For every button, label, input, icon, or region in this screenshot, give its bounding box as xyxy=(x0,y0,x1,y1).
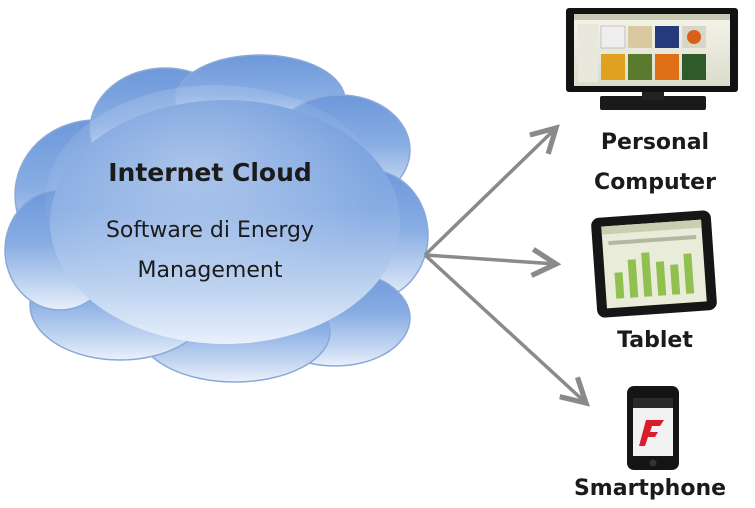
arrow-to-tablet xyxy=(424,255,556,264)
arrow-to-pc xyxy=(423,128,556,257)
cloud-subtitle-line1: Software di Energy xyxy=(105,218,315,243)
smartphone-label: Smartphone xyxy=(573,476,727,501)
desktop-monitor-icon xyxy=(566,8,738,110)
tablet-label: Tablet xyxy=(617,328,693,353)
cloud-subtitle-line2: Management xyxy=(137,258,283,283)
arrow-to-smartphone xyxy=(423,253,586,403)
smartphone-icon xyxy=(627,386,679,470)
cloud-shape xyxy=(4,54,429,383)
tablet-icon xyxy=(591,210,717,318)
pc-label-line2: Computer xyxy=(594,170,716,195)
cloud-title: Internet Cloud xyxy=(108,158,312,187)
pc-label-line1: Personal xyxy=(600,130,710,155)
